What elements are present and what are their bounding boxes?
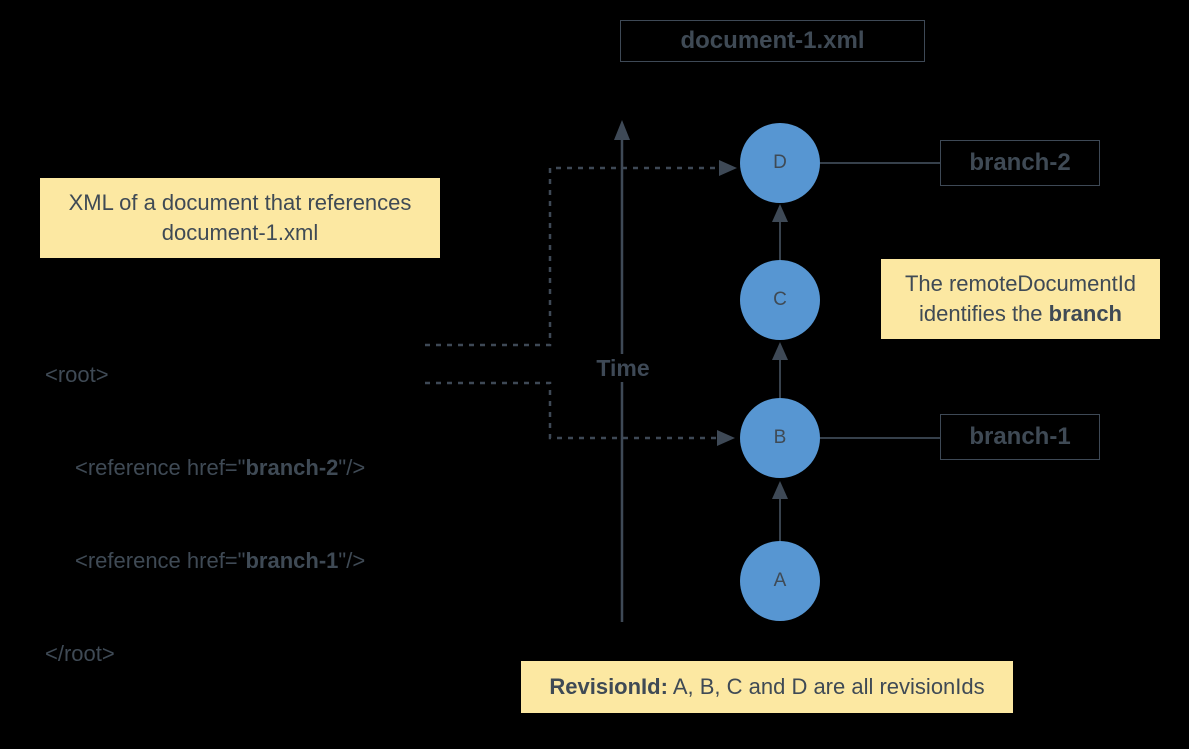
- revision-node-c: C: [740, 260, 820, 340]
- xml-ref1-value: branch-2: [245, 455, 339, 480]
- xml-ref1-pre: <reference href=": [75, 455, 246, 480]
- document-title-label: document-1.xml: [680, 27, 865, 54]
- note-revision-id: RevisionId: A, B, C and D are all revisi…: [521, 661, 1013, 713]
- branch2-label: branch-2: [969, 149, 1071, 176]
- note-remote-line2-bold: branch: [1048, 301, 1122, 326]
- document-title-box: document-1.xml: [620, 20, 925, 62]
- xml-reference-branch1: <reference href="branch-1"/>: [45, 545, 365, 576]
- note-remote-line2: identifies the branch: [881, 299, 1160, 329]
- revision-node-a: A: [740, 541, 820, 621]
- revision-node-b-label: B: [773, 427, 787, 448]
- note-remote-line1: The remoteDocumentId: [904, 271, 1137, 296]
- revision-node-b: B: [740, 398, 820, 478]
- revision-node-c-label: C: [773, 289, 787, 310]
- arrow-b-to-c-head: [772, 342, 788, 360]
- xml-ref2-pre: <reference href=": [75, 548, 246, 573]
- xml-code-block: <root> <reference href="branch-2"/> <ref…: [45, 297, 365, 731]
- note-revision-id-rest: A, B, C and D are all revisionIds: [667, 674, 985, 699]
- note-revision-id-bold: RevisionId:: [549, 674, 668, 699]
- dashed-ref2-to-d: [425, 166, 720, 347]
- note-xml-reference-line1: XML of a document that references: [68, 190, 412, 215]
- time-axis-label: Time: [592, 354, 654, 382]
- arrow-c-to-d-head: [772, 204, 788, 222]
- note-xml-reference: XML of a document that references docume…: [40, 178, 440, 258]
- xml-open-tag: <root>: [45, 362, 109, 387]
- xml-ref1-post: "/>: [338, 455, 366, 480]
- branch1-label: branch-1: [969, 423, 1071, 450]
- revision-node-d: D: [740, 123, 820, 203]
- note-remote-line2-pre: identifies the: [919, 301, 1049, 326]
- revision-node-d-label: D: [773, 152, 787, 173]
- xml-ref2-value: branch-1: [245, 548, 339, 573]
- xml-ref2-post: "/>: [338, 548, 366, 573]
- arrow-a-to-b-head: [772, 481, 788, 499]
- branch2-box: branch-2: [940, 140, 1100, 186]
- xml-reference-branch2: <reference href="branch-2"/>: [45, 452, 365, 483]
- branch1-box: branch-1: [940, 414, 1100, 460]
- revision-node-a-label: A: [773, 570, 787, 591]
- dashed-ref1-to-b: [425, 381, 718, 440]
- time-axis-arrowhead: [614, 120, 630, 140]
- note-xml-reference-line2: document-1.xml: [161, 220, 319, 245]
- dashed-ref1-arrowhead: [717, 430, 735, 446]
- dashed-ref2-arrowhead: [719, 160, 737, 176]
- xml-close-tag: </root>: [45, 641, 115, 666]
- note-remote-document-id: The remoteDocumentId identifies the bran…: [881, 259, 1160, 339]
